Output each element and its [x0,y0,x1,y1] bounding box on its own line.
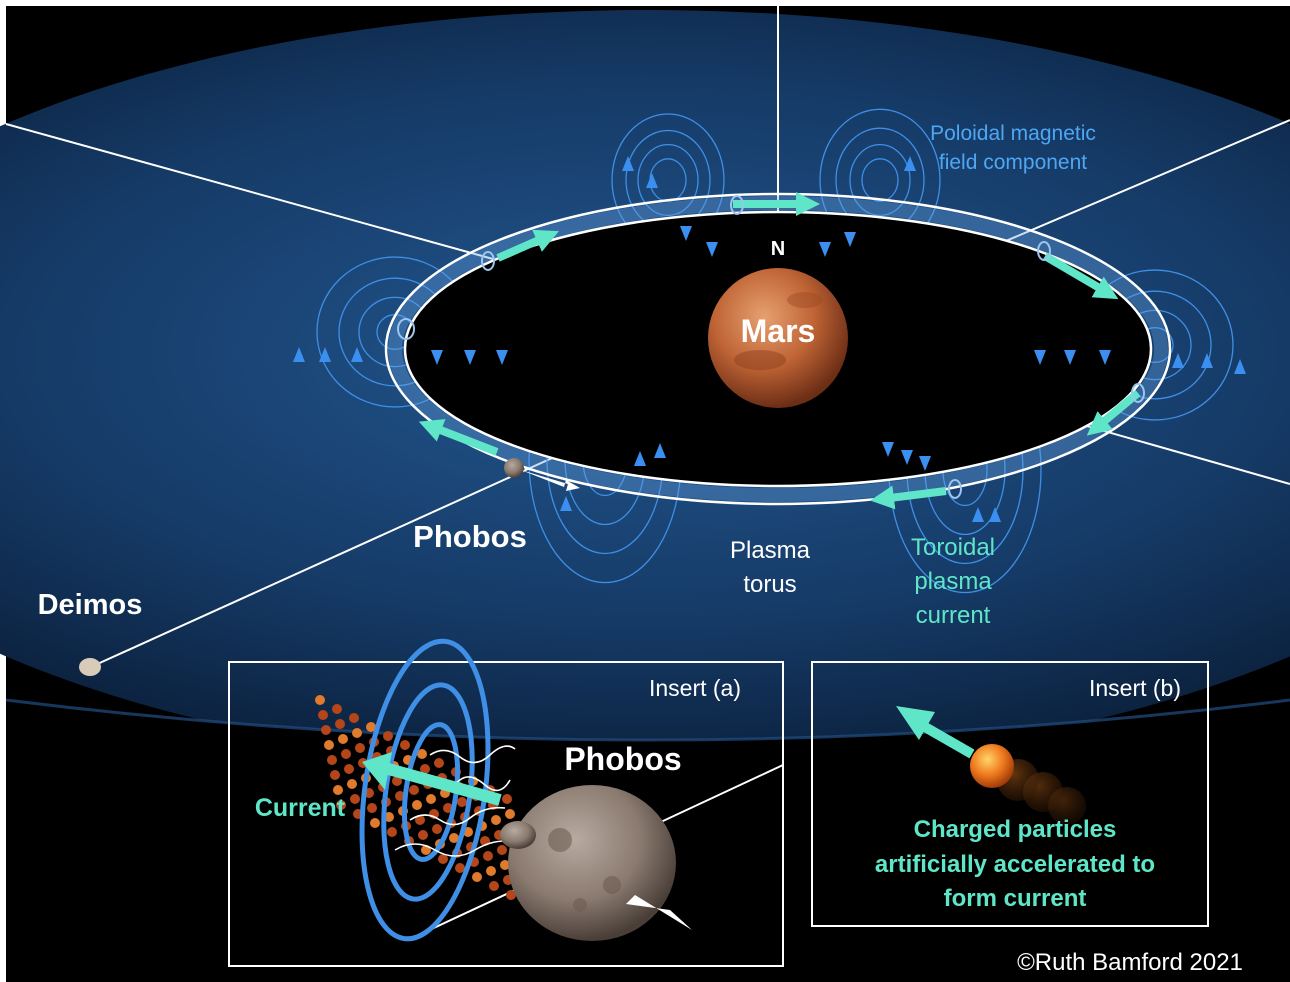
field-arrow [622,156,634,171]
field-arrow [293,347,305,362]
field-arrow [844,232,856,247]
insert-a-panel: Insert (a) Phobos Current [228,638,784,967]
insert-a-current-label: Current [255,794,346,822]
deimos-moon [79,658,101,676]
field-arrow [496,350,508,365]
current-arrow [870,485,947,510]
field-loop [637,144,699,216]
phobos-label: Phobos [413,519,527,554]
field-arrow [1201,353,1213,368]
phobos-closeup [508,785,676,941]
field-direction-arrows [293,156,1246,522]
field-arrow [1234,359,1246,374]
toroidal-label-3: current [916,602,991,629]
particle-trails [394,745,516,857]
insert-b-caption-1: Charged particles [914,816,1117,843]
field-arrow [464,350,476,365]
field-arrow [1172,353,1184,368]
field-loop [849,144,911,216]
copyright-label: ©Ruth Bamford 2021 [1017,949,1243,976]
toroidal-label-1: Toroidal [911,534,995,561]
insert-b-panel: Insert (b) Charged particles artificiall… [811,661,1209,927]
field-arrow [431,350,443,365]
field-arrow [319,347,331,362]
toroidal-label-2: plasma [914,568,992,595]
plasma-torus-label-2: torus [743,571,796,598]
mars-label: Mars [741,313,816,349]
insert-b-caption-2: artificially accelerated to [875,851,1155,878]
field-arrow [919,456,931,471]
field-arrow [1034,350,1046,365]
insert-b-caption-3: form current [944,885,1087,912]
poloidal-label-2: field component [939,151,1087,174]
current-arrow [1042,252,1119,300]
torus-cross-sections [397,195,1145,499]
plasma-torus-label-1: Plasma [730,537,811,564]
insert-a-title: Insert (a) [649,675,741,701]
insert-a-phobos-label: Phobos [564,741,681,777]
charged-particle [970,744,1014,788]
field-arrow [706,242,718,257]
current-arrow [1086,389,1141,436]
field-arrow [560,496,572,511]
field-arrow [351,347,363,362]
phobos-motion-arrow [521,470,580,491]
insert-b-title: Insert (b) [1089,675,1181,701]
field-arrow [680,226,692,241]
toroidal-current-arrows [418,192,1141,510]
field-arrow [972,507,984,522]
north-label: N [771,238,785,260]
field-arrow [989,507,1001,522]
phobos-closeup-arrow [626,895,692,930]
field-arrow [901,450,913,465]
phobos-moon [504,458,524,478]
field-arrow [1064,350,1076,365]
field-arrow [819,242,831,257]
field-arrow [1099,350,1111,365]
mars-planet [708,268,848,408]
field-arrow [634,451,646,466]
current-arrow-head [362,752,392,790]
poloidal-label-1: Poloidal magnetic [930,122,1096,145]
particle-direction-arrow [896,706,935,740]
field-arrow [882,442,894,457]
current-arrow [418,419,499,456]
field-arrow [654,443,666,458]
field-loop [861,158,899,202]
deimos-label: Deimos [38,589,143,621]
field-arrow [904,156,916,171]
current-arrow [496,229,559,262]
field-arrow [646,173,658,188]
